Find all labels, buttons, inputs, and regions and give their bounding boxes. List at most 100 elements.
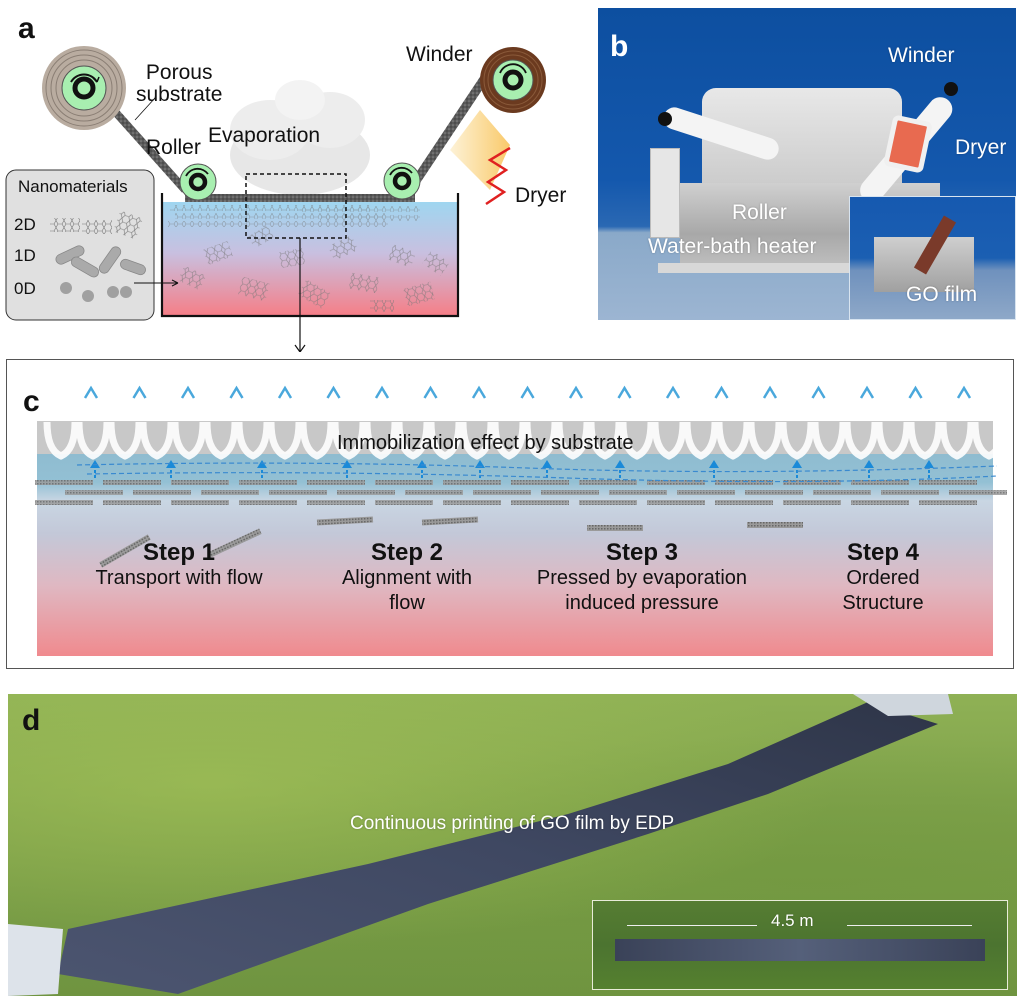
dryer-coil-icon xyxy=(485,146,511,206)
nanosheet xyxy=(783,480,841,485)
pore-channel xyxy=(715,421,751,460)
pore-channel xyxy=(619,421,655,460)
evaporation-arrow-icon xyxy=(762,385,778,418)
nanosheet xyxy=(421,516,479,526)
edp-process-schematic xyxy=(5,46,546,352)
panel-a-schematic: a Porous substrate Roller Evaporation Wi… xyxy=(0,0,596,352)
nanosheet xyxy=(133,490,191,495)
evaporation-arrow-icon xyxy=(83,385,99,418)
evaporation-arrow-icon xyxy=(132,385,147,418)
mechanism-illustration xyxy=(35,385,1007,568)
nanosheet xyxy=(443,500,501,505)
label-roller: Roller xyxy=(146,136,201,159)
nanosheet xyxy=(647,480,705,485)
nanosheet xyxy=(405,490,463,495)
flow-arrow-icon xyxy=(166,460,176,478)
nanosheet xyxy=(35,500,93,505)
film-length-label: 4.5 m xyxy=(771,911,814,930)
pore-channel xyxy=(363,421,399,460)
label-porous: Porous xyxy=(145,61,213,84)
pore-channel xyxy=(427,421,463,460)
pore-channel xyxy=(811,421,847,460)
pore-channel xyxy=(555,421,591,460)
substrate-pointer xyxy=(134,97,156,121)
evaporation-arrow-icon xyxy=(956,385,972,418)
nanosheet xyxy=(269,490,327,495)
evaporation-arrow-icon xyxy=(665,385,681,418)
0d-dot-icons xyxy=(60,282,132,302)
nanomaterials-box xyxy=(5,169,155,321)
flow-arrow-icon xyxy=(257,460,267,478)
step-4-desc-line2: Structure xyxy=(842,592,924,615)
nanomaterials-title: Nanomaterials xyxy=(18,177,128,196)
pore-channel xyxy=(747,421,783,460)
flow-arrow-icon xyxy=(615,460,625,478)
step-4-title: Step 4 xyxy=(846,539,920,566)
go-film-photo-illustration xyxy=(8,694,953,996)
pore-channel xyxy=(459,421,495,460)
label-b-roller: Roller xyxy=(732,201,787,224)
inset-go-film-photo: GO film xyxy=(849,196,1016,320)
panel-b-device-photo: b Winder Dryer Roller Water-bath heater … xyxy=(598,8,1016,320)
mechanism-gradient-background xyxy=(37,421,993,656)
control-box xyxy=(650,148,680,238)
step-2-desc-line1: Alignment with xyxy=(341,567,473,590)
nanosheet xyxy=(919,480,977,485)
step-1-title: Step 1 xyxy=(142,539,216,566)
1d-rod-icons xyxy=(55,245,146,278)
pore-channel xyxy=(203,421,239,460)
flow-arrow-icon xyxy=(864,460,874,478)
pore-channel xyxy=(107,421,143,460)
evaporation-arrow-icon xyxy=(180,385,196,418)
label-dryer: Dryer xyxy=(515,184,567,207)
evaporation-arrow-icon xyxy=(811,385,826,418)
pore-channel xyxy=(75,421,111,460)
nanosheet xyxy=(747,522,803,528)
nanosheet xyxy=(511,480,569,485)
nanosheet xyxy=(851,480,909,485)
pore-channel xyxy=(651,421,687,460)
left-holder-person xyxy=(8,924,63,996)
left-knob xyxy=(658,112,672,126)
panel-letter-a: a xyxy=(18,12,35,45)
zoom-region-box xyxy=(245,173,347,239)
evaporation-arrows xyxy=(83,385,972,418)
nanosheet xyxy=(208,528,262,558)
nanosheet xyxy=(35,480,93,485)
winder-roll xyxy=(480,47,546,113)
capillary-flow-arrows xyxy=(90,460,934,478)
pore-channel xyxy=(395,421,431,460)
length-arrow-right xyxy=(847,925,972,926)
label-b-dryer: Dryer xyxy=(955,136,1007,159)
evaporation-arrow-icon xyxy=(326,385,341,418)
panel-letter-d: d xyxy=(22,704,41,737)
nanosheet xyxy=(541,490,599,495)
pore-channel xyxy=(939,421,975,460)
nanosheet xyxy=(783,500,841,505)
nanosheet xyxy=(745,490,803,495)
substrate-immobilization-label: Immobilization effect by substrate xyxy=(337,432,634,454)
nanosheet xyxy=(307,480,365,485)
flow-arrow-icon xyxy=(90,460,100,478)
right-holder-person xyxy=(853,694,953,716)
pore-channel xyxy=(267,421,303,460)
evaporation-arrow-icon xyxy=(714,385,729,418)
nanosheet xyxy=(715,480,773,485)
nanosheet xyxy=(851,500,909,505)
nanosheet xyxy=(881,490,939,495)
panel-letter-b: b xyxy=(610,30,629,63)
step-3-title: Step 3 xyxy=(605,539,679,566)
supply-roll xyxy=(42,46,126,130)
panel-d-film-photo: d Continuous printing of GO film by EDP … xyxy=(8,694,1017,996)
flow-paths xyxy=(76,462,998,483)
evaporation-arrow-icon xyxy=(229,385,244,418)
nanosheet xyxy=(579,500,637,505)
2d-sheet-icons xyxy=(50,210,144,240)
flow-arrow-icon xyxy=(342,460,352,478)
pore-channel xyxy=(331,421,367,460)
pore-channel xyxy=(43,421,79,460)
nanosheet xyxy=(375,480,433,485)
nanosheet xyxy=(647,500,705,505)
pore-channel xyxy=(779,421,815,460)
step-3-desc-line2: induced pressure xyxy=(565,592,719,615)
